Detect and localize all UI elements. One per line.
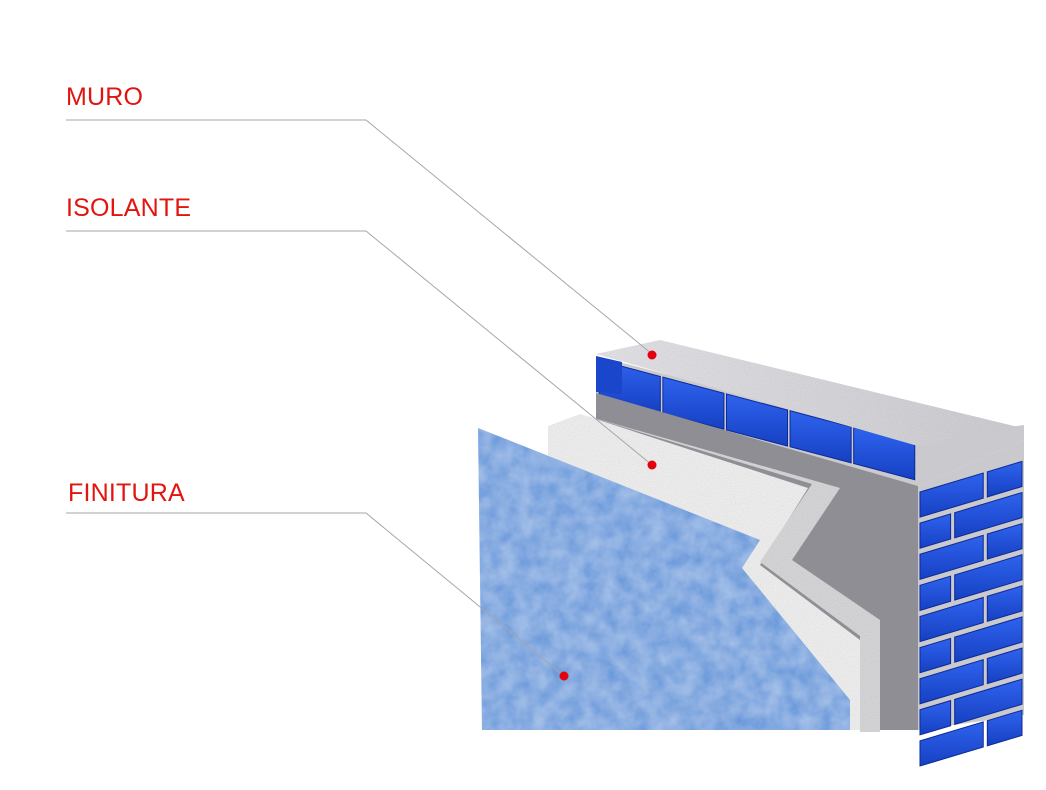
brick [919, 534, 984, 581]
marker-dot-muro [647, 350, 657, 360]
label-muro: MURO [66, 83, 144, 111]
leader-lines [66, 119, 653, 677]
brick [919, 472, 984, 518]
brick [954, 491, 1023, 539]
brick [919, 596, 984, 643]
brick [919, 659, 984, 705]
brick [986, 460, 1023, 498]
brick [789, 410, 852, 464]
marker-dots [559, 350, 657, 681]
brick [919, 721, 984, 767]
brick [954, 554, 1023, 601]
brick [662, 376, 725, 430]
brick [919, 575, 952, 612]
brick [596, 356, 622, 394]
wall-top-cap [596, 340, 1022, 446]
brick [986, 647, 1023, 685]
leader-line-muro [66, 119, 653, 355]
label-finitura: FINITURA [68, 479, 185, 507]
wall-side-bricks [919, 460, 1023, 767]
brick [954, 678, 1023, 726]
finish-panel [478, 428, 850, 730]
brick [986, 585, 1023, 623]
brick [986, 522, 1023, 560]
brick [954, 616, 1023, 663]
label-isolante: ISOLANTE [66, 194, 192, 222]
brick [919, 637, 952, 674]
marker-dot-isolante [647, 460, 657, 470]
brick [986, 709, 1023, 747]
leader-line-isolante [66, 230, 653, 466]
leader-line-finitura [66, 512, 565, 677]
brick [919, 699, 952, 736]
marker-dot-finitura [559, 671, 569, 681]
brick [919, 513, 952, 549]
brick [725, 393, 789, 447]
